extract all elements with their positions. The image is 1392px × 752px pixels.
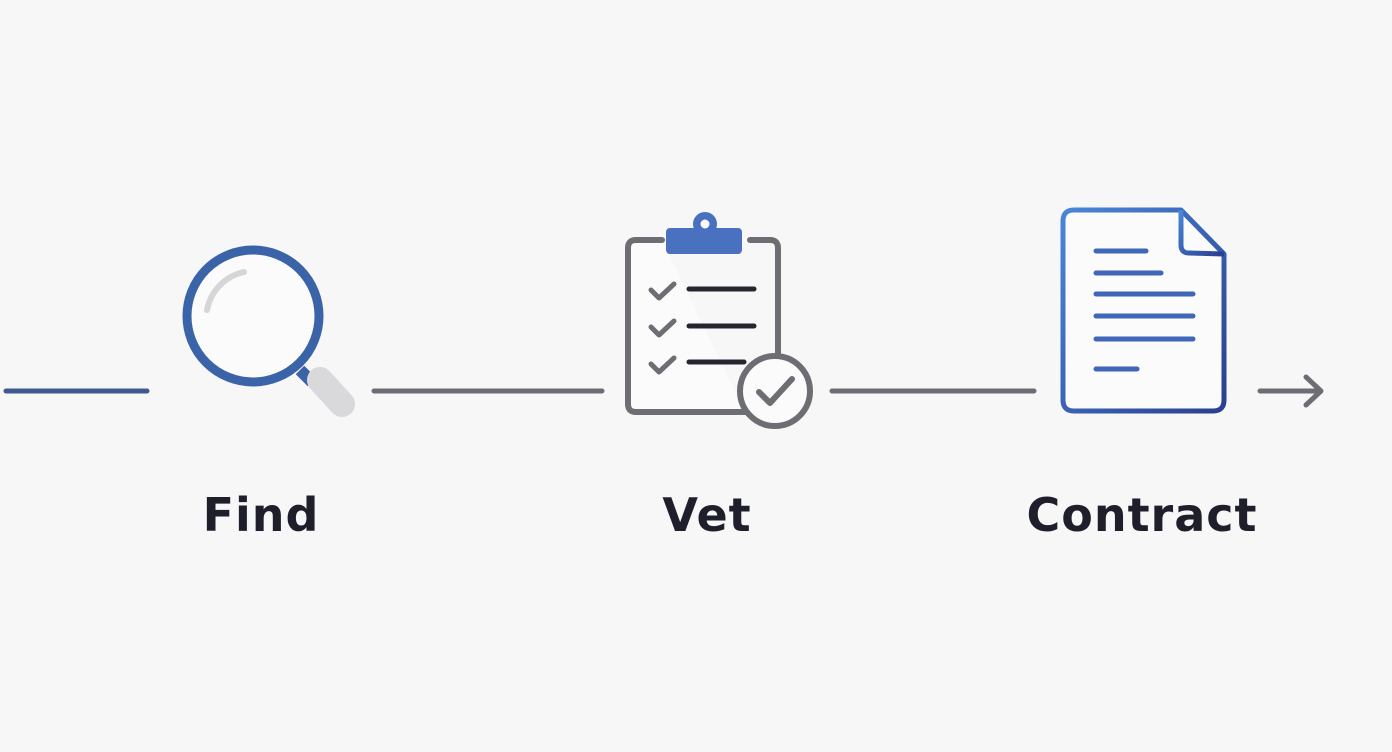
check-badge-icon — [737, 353, 813, 429]
clipboard-checklist-icon — [625, 212, 813, 429]
document-icon — [1060, 207, 1227, 414]
step-label-find: Find — [202, 488, 320, 542]
magnifying-glass-icon — [182, 245, 355, 417]
step-label-contract: Contract — [1026, 488, 1258, 542]
step-label-vet: Vet — [662, 488, 752, 542]
arrow-right-icon — [1257, 374, 1324, 408]
